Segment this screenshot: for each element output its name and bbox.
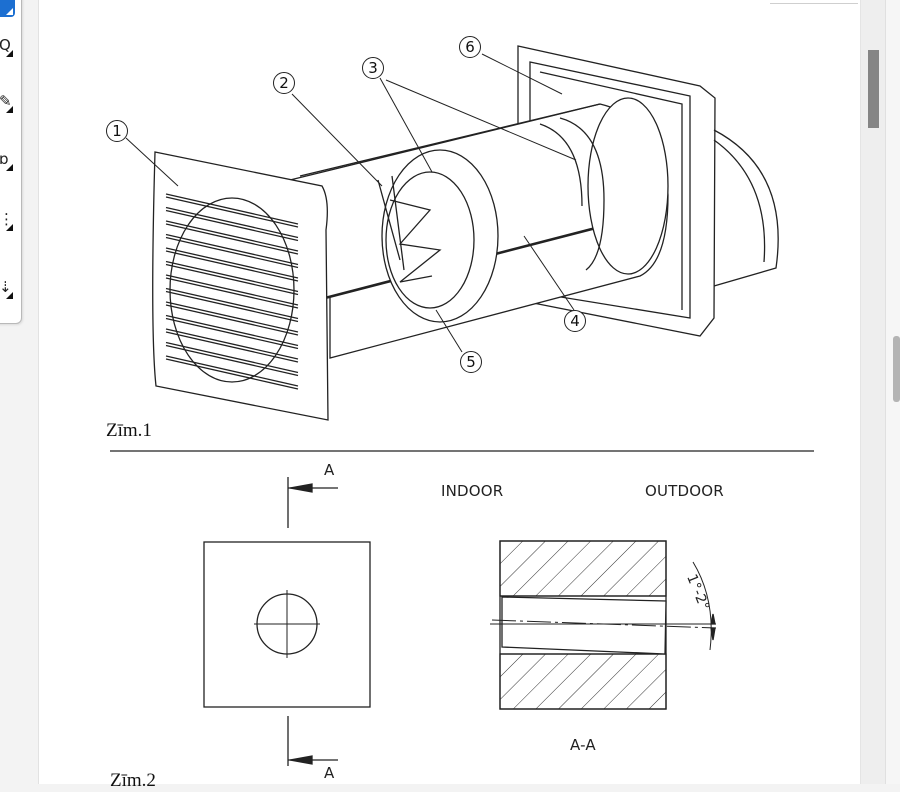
louver-slat — [165, 260, 299, 293]
louver-slat — [165, 358, 299, 390]
pointer-icon: ⇣ — [0, 278, 12, 296]
highlighter-icon: ɒ — [0, 150, 9, 168]
dropdown-corner-icon — [6, 50, 13, 57]
callout-2: 2 — [273, 72, 295, 94]
louver-slat — [165, 355, 299, 387]
louver-slat — [165, 209, 299, 242]
zoom-tool-button[interactable]: Q — [0, 33, 15, 59]
dotted-select-icon: ⋮ — [0, 210, 14, 228]
zoom-icon: Q — [0, 36, 11, 54]
grille-louvers — [165, 193, 299, 390]
dropdown-corner-icon — [6, 106, 13, 113]
section-label: A-A — [570, 736, 596, 754]
louver-slat — [165, 301, 299, 333]
page-scrollbar-track[interactable] — [860, 0, 885, 784]
dropdown-corner-icon — [6, 164, 13, 171]
figure1-caption: Zīm.1 — [106, 420, 152, 441]
louver-slat — [165, 344, 299, 377]
callout-4: 4 — [564, 310, 586, 332]
section-view — [490, 540, 717, 710]
front-view — [203, 477, 371, 766]
dropdown-corner-icon — [6, 8, 13, 15]
louver-slat — [165, 304, 299, 336]
dropdown-corner-icon — [6, 292, 13, 299]
annotation-toolbar: Q ✎ ɒ ⋮ ⇣ — [0, 0, 22, 324]
callout-leaders — [125, 53, 577, 353]
louver-slat — [165, 250, 299, 282]
louver-slat — [165, 233, 299, 266]
section-mark-bottom: A — [324, 764, 335, 782]
louver-slat — [165, 290, 299, 323]
page-scrollbar-thumb[interactable] — [868, 50, 879, 128]
document-page — [38, 0, 861, 784]
pointer-tool-button[interactable]: ⇣ — [0, 275, 15, 301]
front-grille — [152, 151, 329, 421]
louver-slat — [165, 236, 299, 269]
louver-slat — [165, 317, 299, 350]
outdoor-label: OUTDOOR — [645, 482, 724, 500]
page-edge-line — [770, 3, 858, 4]
section-mark-top: A — [324, 461, 335, 479]
select-tool-button[interactable] — [0, 0, 15, 17]
callout-6: 6 — [459, 36, 481, 58]
callout-1: 1 — [106, 120, 128, 142]
louver-slat — [165, 274, 299, 306]
pen-tool-button[interactable]: ✎ — [0, 89, 15, 115]
louver-slat — [165, 277, 299, 309]
louver-slat — [165, 193, 299, 225]
louver-slat — [165, 206, 299, 239]
select-region-tool-button[interactable]: ⋮ — [0, 207, 15, 233]
louver-slat — [165, 247, 299, 279]
callout-3: 3 — [362, 57, 384, 79]
louver-slat — [165, 196, 299, 228]
fan-assembly — [377, 149, 499, 323]
highlighter-tool-button[interactable]: ɒ — [0, 147, 15, 173]
callout-5: 5 — [460, 351, 482, 373]
louver-slat — [165, 263, 299, 296]
figure2-caption: Zīm.2 — [110, 770, 156, 791]
louver-slat — [165, 331, 299, 363]
louver-slat — [165, 287, 299, 320]
pen-icon: ✎ — [0, 92, 12, 110]
louver-slat — [165, 220, 299, 252]
dropdown-corner-icon — [6, 224, 13, 231]
louver-slat — [165, 328, 299, 360]
window-scrollbar-thumb[interactable] — [893, 336, 900, 402]
indoor-label: INDOOR — [441, 482, 504, 500]
louver-slat — [165, 223, 299, 255]
louver-slat — [165, 341, 299, 374]
louver-slat — [165, 314, 299, 347]
window-scrollbar-track[interactable] — [885, 0, 900, 784]
